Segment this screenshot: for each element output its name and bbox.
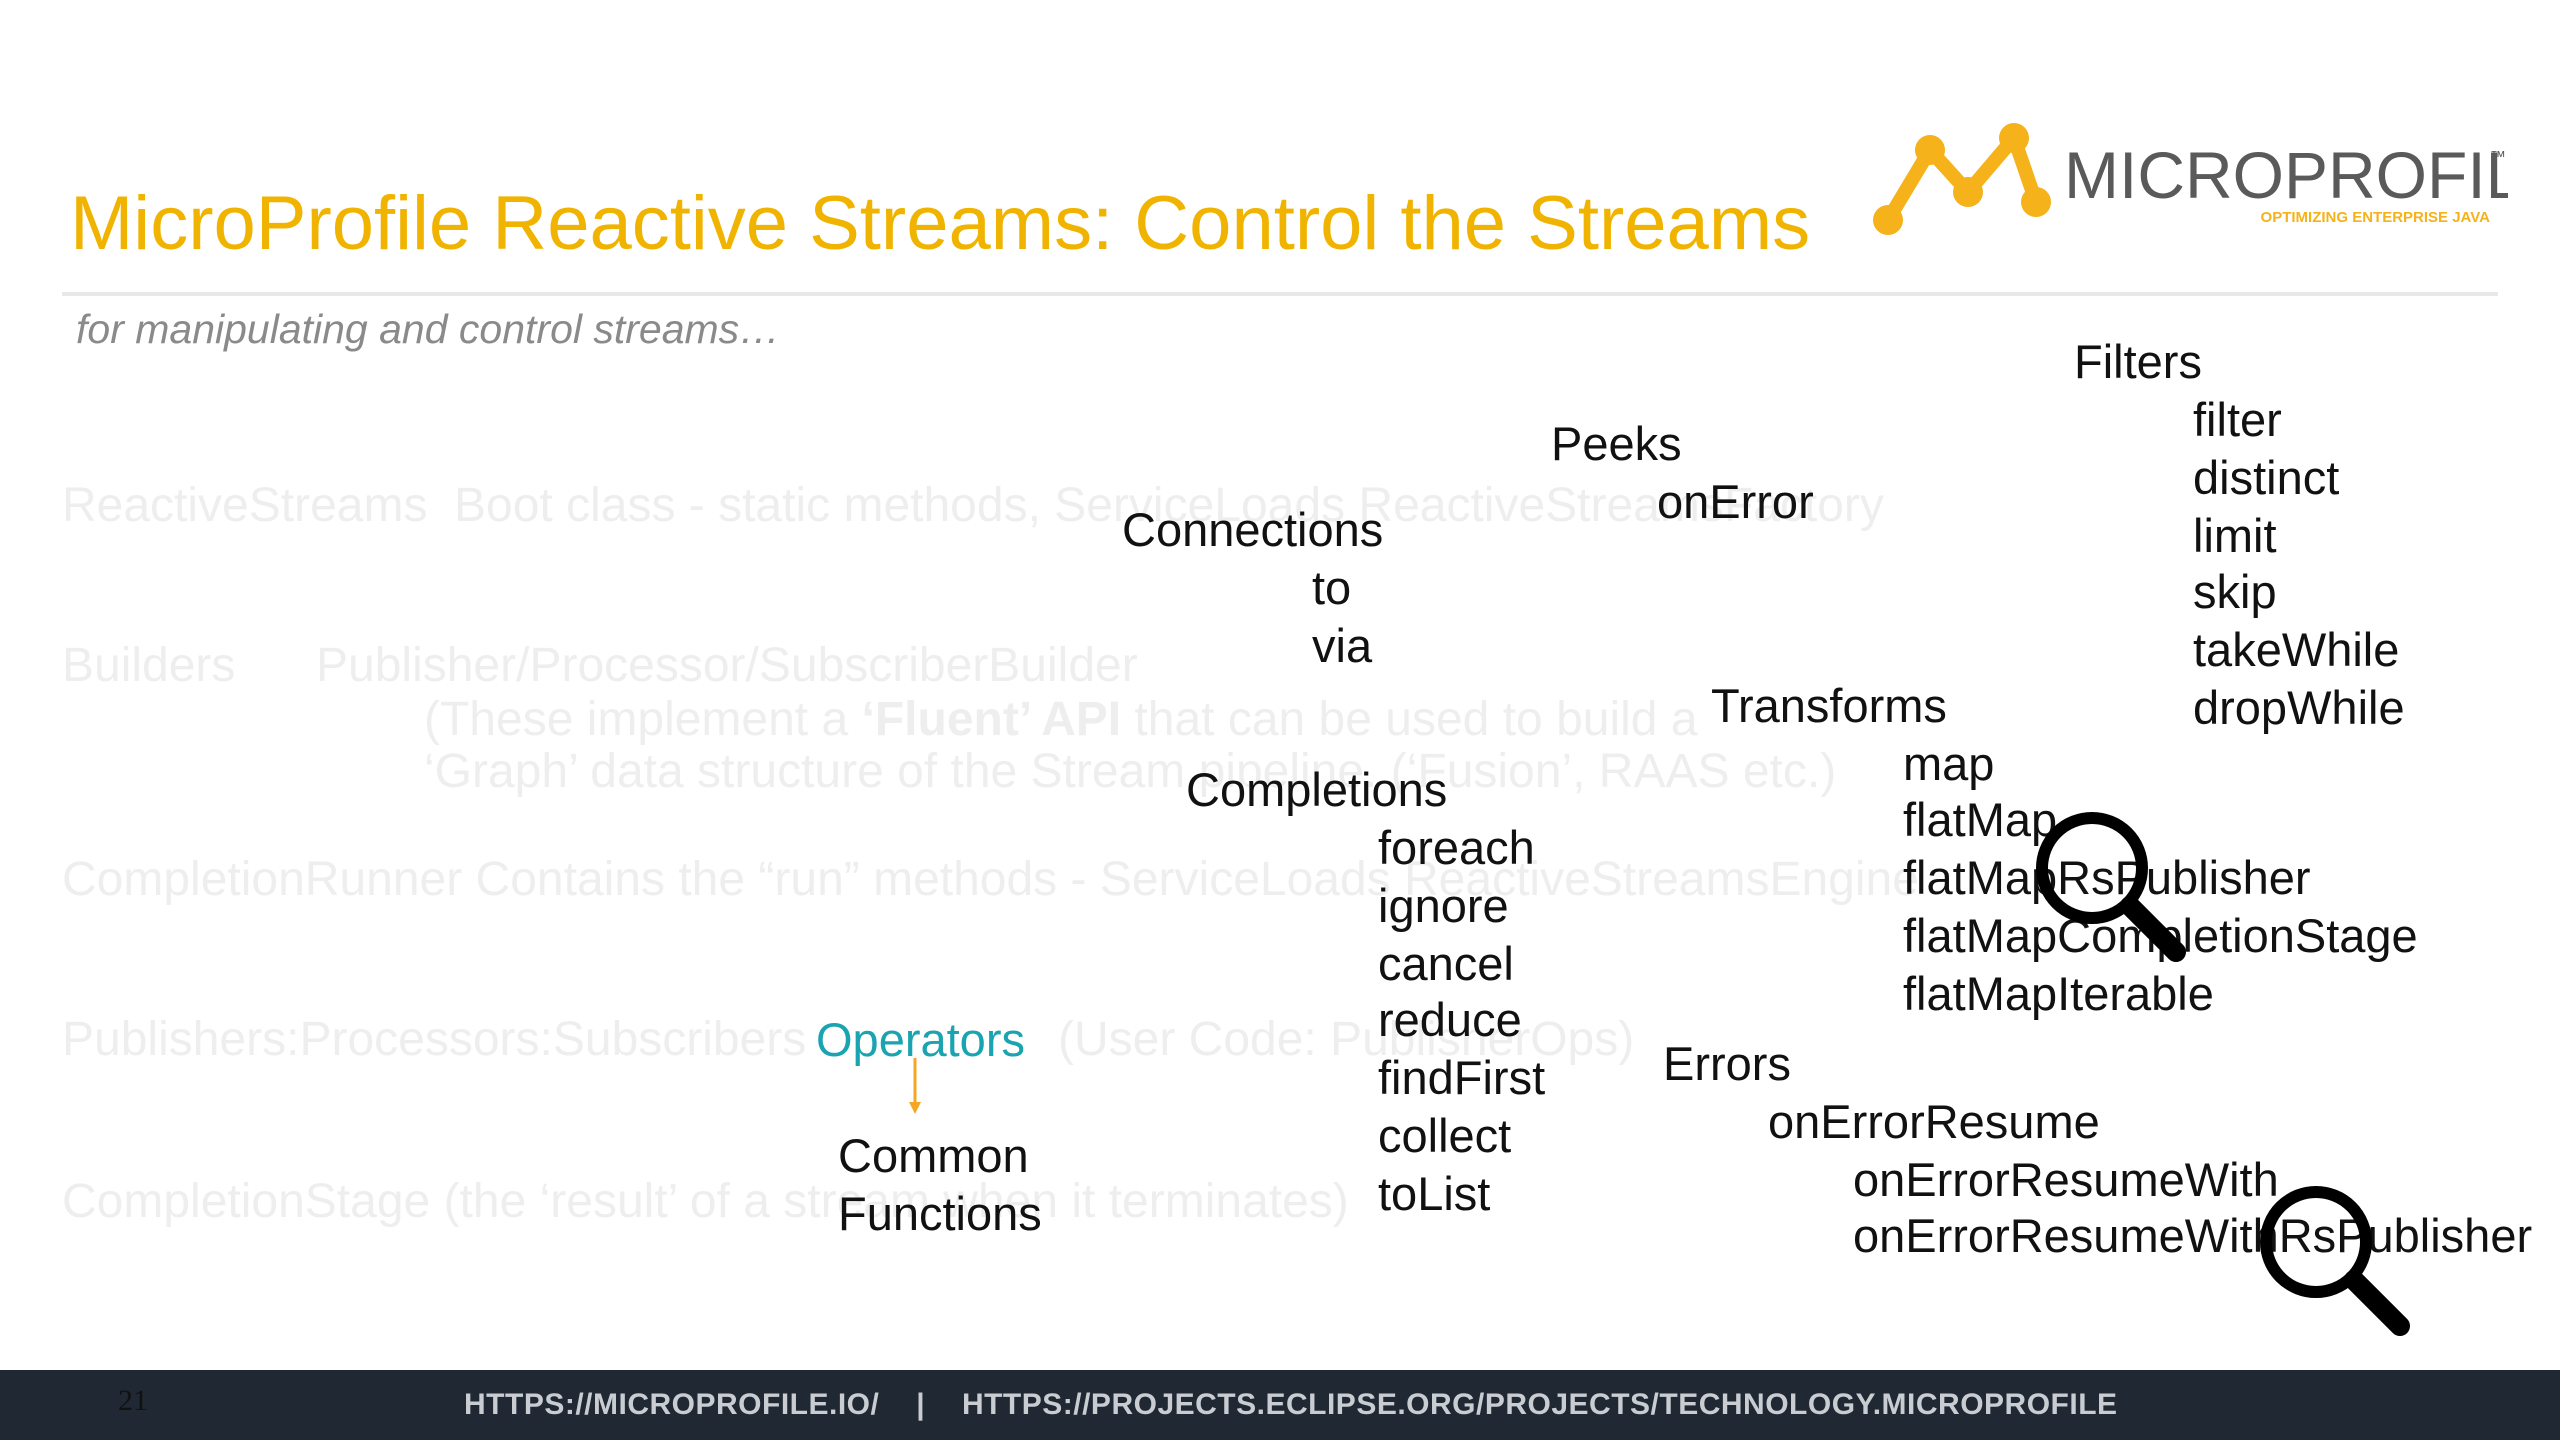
faded-line-builders-term: Builders [62,639,236,692]
errors-item-onerrorresumewithrspublisher: onErrorResumeWithRsPublisher [1853,1209,2533,1262]
filters-item-limit: limit [2193,509,2277,562]
filters-item-distinct: distinct [2193,451,2340,504]
faded-line-reactivestreams-term: ReactiveStreams [62,479,428,532]
completions-item-cancel: cancel [1378,937,1514,990]
footer-links: HTTPS://MICROPROFILE.IO/ | HTTPS://PROJE… [464,1388,2146,1422]
transforms-label: Transforms [1711,679,1947,732]
completions-label: Completions [1186,763,1448,816]
footer-link-eclipse[interactable]: HTTPS://PROJECTS.ECLIPSE.ORG/PROJECTS/TE… [961,1388,2118,1421]
down-arrow-icon [909,1058,921,1114]
faded-fluent-b: ‘Fluent’ API [861,693,1122,746]
faded-fluent-c: that can be used to build a [1121,693,1698,746]
peeks-item-onerror: onError [1657,475,1814,528]
logo-word: MICROPROFILE [2064,138,2508,212]
microprofile-logo: MICROPROFILE ™ OPTIMIZING ENTERPRISE JAV… [1868,110,2508,250]
filters-item-skip: skip [2193,565,2277,618]
faded-line-graph: ‘Graph’ data structure of the Stream pip… [424,745,1837,798]
footer-separator: | [916,1388,926,1421]
faded-line-builders-desc: Publisher/Processor/SubscriberBuilder [316,639,1138,692]
filters-item-takewhile: takeWhile [2193,623,2400,676]
title-divider [62,292,2498,296]
logo-tm: ™ [2490,149,2506,166]
errors-item-onerrorresume: onErrorResume [1768,1095,2100,1148]
peeks-label: Peeks [1551,417,1682,470]
logo-dots [1873,123,2051,235]
faded-line-reactivestreams-desc: Boot class - static methods, ServiceLoad… [454,479,1884,532]
faded-fluent-a: (These implement a [424,693,862,746]
completions-item-collect: collect [1378,1109,1512,1162]
completions-item-tolist: toList [1378,1167,1491,1220]
filters-label: Filters [2074,335,2202,388]
magnifier-icon [2260,1186,2410,1336]
operators-label: Operators [816,1013,1025,1066]
faded-line-publishers-term: Publishers:Processors:Subscribers [62,1013,807,1066]
errors-item-onerrorresumewith: onErrorResumeWith [1853,1153,2279,1206]
faded-line-completionrunner: CompletionRunner Contains the “run” meth… [62,853,1919,906]
footer-link-microprofile[interactable]: HTTPS://MICROPROFILE.IO/ [464,1388,880,1421]
faded-line-publishers-desc: (User Code: PublisherOps) [1058,1013,1635,1066]
footer-bar [0,1370,2560,1440]
completions-item-ignore: ignore [1378,879,1509,932]
connections-item-via: via [1312,619,1373,672]
magnifier-icon [2036,812,2186,962]
faded-line-completionstage: CompletionStage (the ‘result’ of a strea… [62,1175,1349,1228]
transforms-item-flatmap: flatMap [1903,793,2058,846]
filters-item-dropwhile: dropWhile [2193,681,2405,734]
faded-line-fluent: (These implement a ‘Fluent’ API that can… [424,692,1698,747]
transforms-item-flatmaprspublisher: flatMapRsPublisher [1903,851,2311,904]
connections-item-to: to [1312,561,1352,614]
completions-item-reduce: reduce [1378,993,1522,1046]
transforms-item-flatmapiterable: flatMapIterable [1903,967,2214,1020]
connections-label: Connections [1122,503,1384,556]
common-functions-line2: Functions [838,1187,1042,1240]
common-functions-line1: Common [838,1129,1029,1182]
logo-tagline: OPTIMIZING ENTERPRISE JAVA [2261,209,2491,226]
completions-item-findfirst: findFirst [1378,1051,1546,1104]
page-number: 21 [118,1384,148,1417]
errors-label: Errors [1663,1037,1791,1090]
slide-title: MicroProfile Reactive Streams: Control t… [70,181,1811,266]
transforms-item-map: map [1903,737,1995,790]
filters-item-filter: filter [2193,393,2282,446]
completions-item-foreach: foreach [1378,821,1535,874]
slide-subtitle: for manipulating and control streams… [76,306,781,352]
